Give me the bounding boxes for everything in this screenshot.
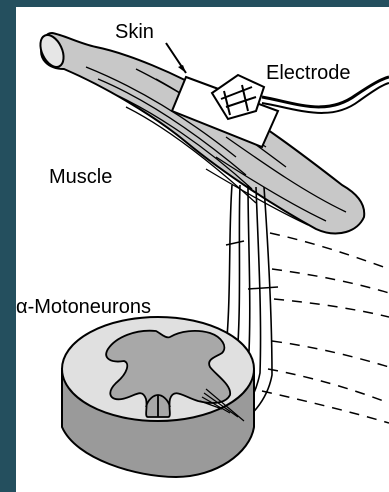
label-motoneurons: α-Motoneurons xyxy=(16,296,151,318)
label-electrode: Electrode xyxy=(266,62,351,84)
spinal-cord xyxy=(62,317,254,477)
label-muscle: Muscle xyxy=(49,166,112,188)
diagram-panel: Skin Electrode Muscle α-Motoneurons xyxy=(16,7,389,492)
skin-pointer-arrow xyxy=(178,65,186,73)
dashed-projection-lines xyxy=(262,233,389,423)
label-skin: Skin xyxy=(115,21,154,43)
